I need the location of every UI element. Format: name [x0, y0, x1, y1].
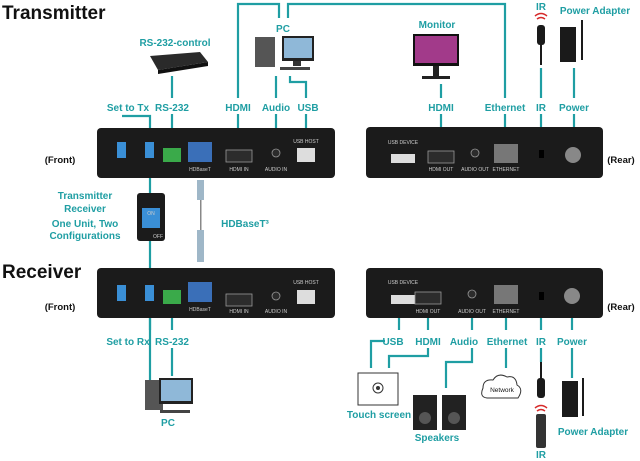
rx-rs232-label: RS-232 — [155, 337, 189, 348]
rx-hdmi-out-text: HDMI OUT — [416, 309, 441, 315]
receiver-title: Receiver — [2, 262, 82, 283]
tx-hdbaset-port-text: HDBaseT — [189, 167, 211, 173]
speakers-icon — [413, 395, 466, 430]
rx-ethernet-label: Ethernet — [487, 337, 528, 348]
remote-control-icon — [536, 414, 546, 448]
rx-hdbaset-port-text: HDBaseT — [189, 307, 211, 313]
transmitter-title: Transmitter — [2, 3, 106, 24]
set-to-rx-label: Set to Rx — [106, 337, 150, 348]
rx-rear-panel: USB DEVICE HDMI OUT AUDIO OUT ETHERNET — [366, 268, 603, 318]
tx-audio-in-text: AUDIO IN — [265, 167, 288, 173]
tx-power-label: Power — [559, 103, 589, 114]
rx-ir-label: IR — [536, 337, 547, 348]
rx-rear-side-label: (Rear) — [607, 302, 634, 313]
mode-line-one-unit: One Unit, Two — [52, 219, 118, 230]
tx-ir-label: IR — [536, 103, 547, 114]
rx-audio-out-text: AUDIO OUT — [458, 309, 486, 315]
network-label: Network — [490, 387, 515, 394]
rx-usb-label: USB — [382, 337, 403, 348]
tx-power-adapter-label: Power Adapter — [560, 6, 630, 17]
rx-power-adapter-icon — [562, 378, 584, 417]
dip-on-text: ON — [147, 211, 155, 217]
rx-front-panel: HDBaseT HDMI IN AUDIO IN USB HOST — [97, 268, 335, 318]
hdbaset-cable — [197, 180, 204, 262]
tx-ir-top-label: IR — [536, 2, 547, 13]
speakers-label: Speakers — [415, 433, 460, 444]
ir-extender-icon — [534, 362, 548, 412]
tx-hdmi-out-text: HDMI OUT — [429, 167, 454, 173]
rx-audio-in-text: AUDIO IN — [265, 309, 288, 315]
tx-pc-icon — [255, 36, 314, 70]
tx-usb-device-text: USB DEVICE — [388, 140, 419, 146]
touch-screen-label: Touch screen — [347, 410, 411, 421]
tx-audio-label: Audio — [262, 103, 290, 114]
hdbaset-label: HDBaseT³ — [221, 219, 269, 230]
rs232-control-device — [150, 52, 208, 74]
mode-text: Transmitter Receiver One Unit, Two Confi… — [49, 191, 121, 242]
power-adapter-icon — [560, 20, 583, 62]
tx-ethernet-label: Ethernet — [485, 103, 526, 114]
dip-off-text: OFF — [153, 234, 163, 240]
tx-rear-panel: USB DEVICE HDMI OUT AUDIO OUT ETHERNET — [366, 127, 603, 178]
set-to-tx-label: Set to Tx — [107, 103, 150, 114]
ir-receiver-icon — [534, 12, 548, 65]
tx-usb-label: USB — [297, 103, 318, 114]
mode-line-receiver: Receiver — [64, 204, 106, 215]
mode-line-configurations: Configurations — [49, 231, 121, 242]
rx-front-side-label: (Front) — [45, 302, 76, 313]
rs232-control-label: RS-232-control — [139, 38, 210, 49]
rx-power-label: Power — [557, 337, 587, 348]
tx-rs232-label: RS-232 — [155, 103, 189, 114]
tx-front-side-label: (Front) — [45, 155, 76, 166]
monitor-label: Monitor — [419, 20, 456, 31]
rx-hdmi-in-text: HDMI IN — [229, 309, 249, 315]
tx-hdmi-in-text: HDMI IN — [229, 167, 249, 173]
tx-usb-host-text: USB HOST — [293, 139, 319, 145]
tx-ethernet-text: ETHERNET — [493, 167, 520, 173]
network-cloud-icon: Network — [481, 374, 522, 399]
monitor-icon — [413, 34, 459, 79]
rx-ethernet-text: ETHERNET — [493, 309, 520, 315]
tx-pc-label: PC — [276, 24, 290, 35]
tx-audio-out-text: AUDIO OUT — [461, 167, 489, 173]
rx-hdmi-label: HDMI — [415, 337, 441, 348]
dip-switch-closeup: ON OFF — [137, 193, 165, 241]
rx-usb-device-text: USB DEVICE — [388, 280, 419, 286]
mode-line-transmitter: Transmitter — [58, 191, 113, 202]
rx-ir-bottom-label: IR — [536, 450, 547, 461]
tx-rear-hdmi-label: HDMI — [428, 103, 454, 114]
rx-audio-label: Audio — [450, 337, 478, 348]
tx-rear-side-label: (Rear) — [607, 155, 634, 166]
rx-pc-icon — [145, 378, 193, 413]
rx-pc-label: PC — [161, 418, 175, 429]
rx-usb-host-text: USB HOST — [293, 280, 319, 286]
rx-power-adapter-label: Power Adapter — [558, 427, 628, 438]
touch-screen-icon — [357, 372, 399, 406]
tx-hdmi-label: HDMI — [225, 103, 251, 114]
tx-front-panel: HDBaseT HDMI IN AUDIO IN USB HOST — [97, 128, 335, 178]
